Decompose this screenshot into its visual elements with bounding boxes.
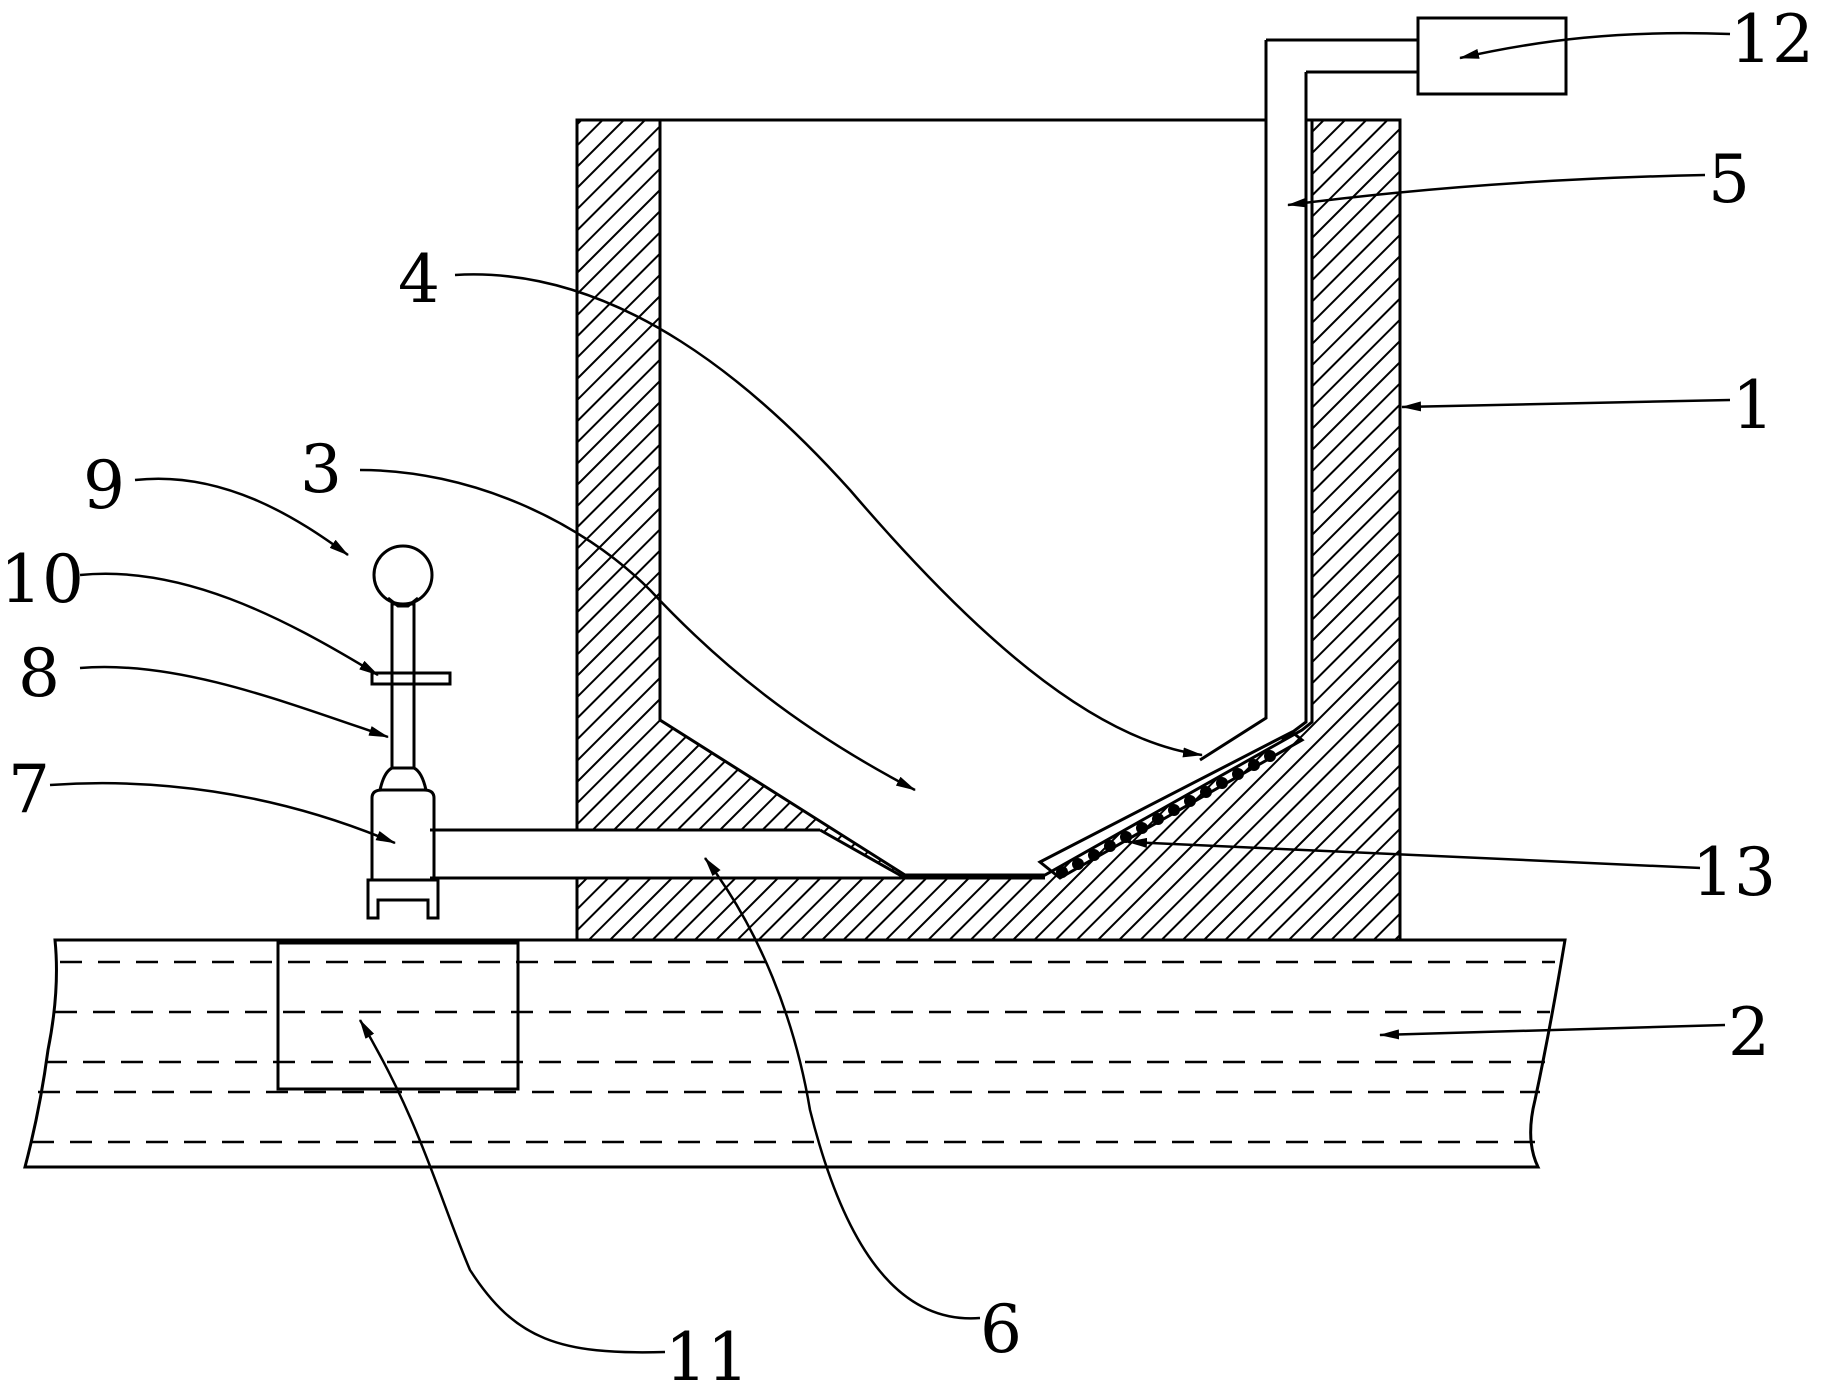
label-10: 10: [0, 541, 84, 618]
label-4: 4: [398, 241, 440, 318]
label-12: 12: [1730, 1, 1814, 78]
label-13: 13: [1692, 834, 1776, 911]
label-2: 2: [1728, 994, 1770, 1071]
submerged-box: [276, 941, 520, 1091]
leader-lines: [49, 31, 1731, 1354]
vertical-pipe: [1199, 38, 1418, 762]
outlet-channel: [430, 830, 905, 878]
valve-assembly: [366, 544, 452, 920]
label-11: 11: [665, 1319, 749, 1388]
label-6: 6: [980, 1291, 1022, 1368]
control-box: [1416, 16, 1568, 96]
label-7: 7: [8, 751, 50, 828]
label-9: 9: [83, 447, 125, 524]
label-1: 1: [1732, 367, 1774, 444]
inclined-plate: [1037, 730, 1305, 880]
label-5: 5: [1708, 141, 1750, 218]
water-body: [23, 938, 1567, 1169]
label-8: 8: [18, 635, 60, 712]
label-3: 3: [300, 431, 342, 508]
